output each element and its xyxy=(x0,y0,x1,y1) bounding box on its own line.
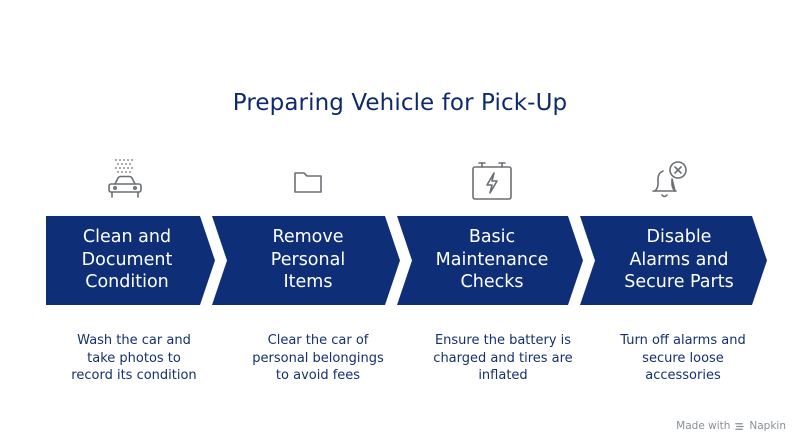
step-4-label: Disable Alarms and Secure Parts xyxy=(624,227,734,292)
folder-icon xyxy=(286,159,330,203)
chevron-step-1 xyxy=(46,216,215,305)
diagram-title: Preparing Vehicle for Pick-Up xyxy=(232,90,568,116)
car-wash-icon xyxy=(103,157,147,201)
step-1-label: Clean and Document Condition xyxy=(81,227,173,292)
chevron-step-2 xyxy=(212,216,400,305)
footer-brand: Napkin xyxy=(749,420,786,432)
step-2-description: Clear the car of personal belongings to … xyxy=(252,333,384,383)
step-1-description: Wash the car and take photos to record i… xyxy=(71,333,197,383)
chevron-step-3 xyxy=(397,216,583,305)
battery-icon xyxy=(470,159,514,203)
napkin-logo-icon xyxy=(735,422,745,430)
step-2-label: Remove Personal Items xyxy=(270,227,346,292)
footer-made-with: Made with Napkin xyxy=(676,420,786,432)
step-3-description: Ensure the battery is charged and tires … xyxy=(433,333,573,383)
step-4-description: Turn off alarms and secure loose accesso… xyxy=(620,333,746,383)
bell-off-icon xyxy=(645,157,689,201)
chevron-step-4 xyxy=(580,216,767,305)
step-3-label: Basic Maintenance Checks xyxy=(435,227,549,292)
footer-made-with-text: Made with xyxy=(676,420,731,432)
